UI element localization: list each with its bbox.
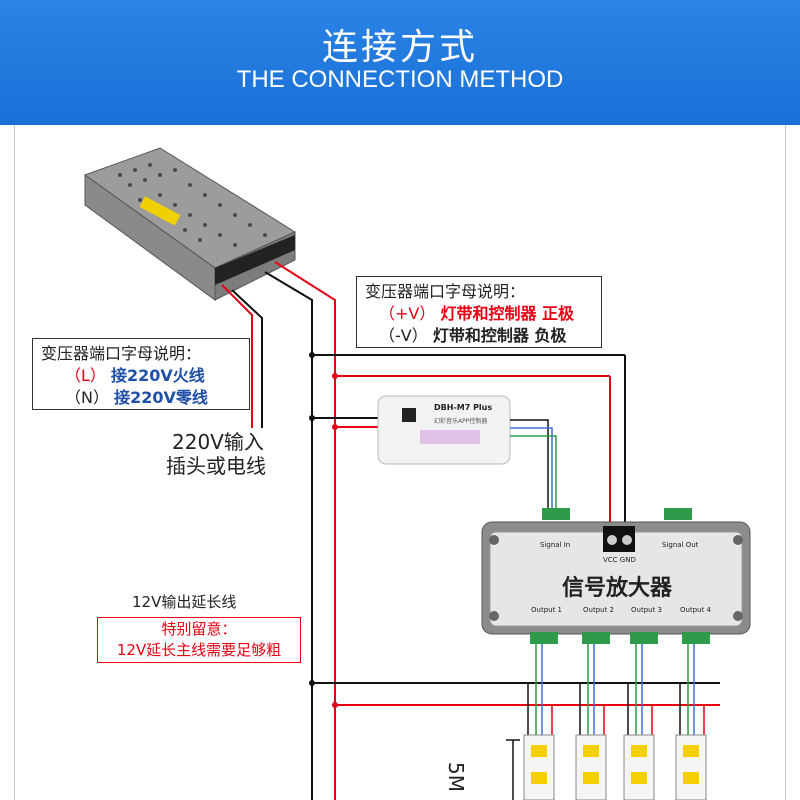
page-subtitle: THE CONNECTION METHOD [236,66,564,93]
frame-left-line [14,125,15,800]
led-strips [523,734,707,800]
wire-vplus [274,261,336,800]
amplifier-signal-out: Signal Out [662,541,699,549]
amplifier-name: 信号放大器 [562,576,673,601]
legend-live-text: 接220V火线 [111,366,205,385]
extension-label: 12V输出延长线 [132,593,237,611]
wire-vminus [264,271,313,800]
extension-note: 特别留意： 12V延长主线需要足够粗 [97,617,301,663]
wire-neutral [231,289,263,428]
header-banner [0,0,800,125]
legend-vminus-text: 灯带和控制器 负极 [432,326,567,345]
amplifier-vcc-gnd: VCC GND [603,556,636,564]
legend-dc-title: 变压器端口字母说明： [365,282,526,301]
amplifier-output-3: Output 3 [631,606,662,614]
amplifier-output-4: Output 4 [680,606,711,614]
extension-note-text: 12V延长主线需要足够粗 [116,641,282,659]
frame-right-line [785,125,786,800]
ac-input-label-line1: 220V输入 [172,430,264,454]
amplifier-output-2: Output 2 [583,606,614,614]
signal-amplifier [481,508,751,644]
legend-vplus-symbol: （+V） [379,304,436,323]
controller-subtitle: 幻彩音乐APP控制器 [434,418,488,425]
ac-input-label-line2: 插头或电线 [166,454,266,478]
legend-neutral-symbol: （N） [65,388,109,407]
legend-vplus-text: 灯带和控制器 正极 [440,304,575,323]
wire-live [221,284,253,428]
strip-length-label: 5M [444,762,468,792]
controller-box [377,395,511,465]
legend-vminus-symbol: （-V） [379,326,428,345]
extension-note-title: 特别留意： [161,620,237,638]
legend-dc-ports: 变压器端口字母说明： （+V） 灯带和控制器 正极 （-V） 灯带和控制器 负极 [356,276,602,348]
controller-model: DBH-M7 Plus [434,403,493,412]
legend-neutral-text: 接220V零线 [114,388,208,407]
legend-ac-ports: 变压器端口字母说明： （L） 接220V火线 （N） 接220V零线 [32,338,250,410]
page-title: 连接方式 [321,27,478,68]
amplifier-output-1: Output 1 [531,606,562,614]
legend-ac-title: 变压器端口字母说明： [41,344,202,363]
legend-live-symbol: （L） [65,366,106,385]
amplifier-signal-in: Signal In [540,541,571,549]
power-supply [83,147,297,301]
